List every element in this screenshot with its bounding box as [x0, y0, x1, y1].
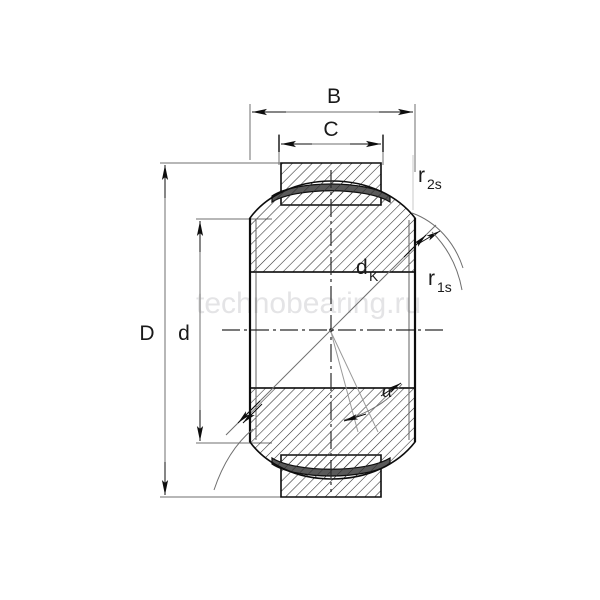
- dimension-label-d: d: [178, 322, 190, 345]
- dimension-d: d: [178, 221, 204, 441]
- callout-sub-r1s: 1s: [437, 279, 452, 295]
- dimension-D: D: [139, 165, 169, 495]
- callout-label-alpha: α: [382, 380, 393, 402]
- dimension-C: C: [278, 118, 384, 165]
- outer-ring-top-hatch: [250, 181, 415, 272]
- dimension-label-D: D: [139, 322, 154, 345]
- dk-leader-line: [225, 224, 437, 436]
- watermark: technobearing.ru: [196, 287, 421, 320]
- callout-alpha: α: [330, 331, 403, 433]
- dk-arrow-upper: [403, 234, 427, 258]
- r1s-arc: [431, 231, 463, 291]
- callout-r1s: r 1s: [428, 231, 463, 295]
- callout-dK: d K: [225, 224, 437, 436]
- alpha-ray-2: [330, 331, 379, 433]
- r2s-arc: [411, 212, 464, 269]
- outer-ring-bottom-hatch: [250, 388, 415, 479]
- outer-ring-top-outline: [249, 180, 416, 273]
- dimension-label-C: C: [323, 118, 338, 141]
- lower-left-arc: [213, 428, 254, 491]
- outer-ring-top: [249, 180, 416, 273]
- callout-sub-dK: K: [369, 268, 379, 284]
- r2s-arrow: [417, 230, 441, 245]
- callout-label-dK: d: [356, 256, 368, 279]
- dimension-label-B: B: [327, 85, 341, 108]
- callout-chamfer-lower-left: [213, 403, 263, 491]
- callout-r2s: r 2s: [411, 155, 464, 269]
- watermark-label: technobearing.ru: [196, 287, 421, 320]
- lower-left-arrow: [242, 403, 263, 424]
- callout-label-r2s: r: [418, 164, 425, 187]
- dimension-B: B: [249, 85, 416, 172]
- alpha-arrow-left: [343, 413, 367, 422]
- alpha-arrow-right: [380, 382, 402, 397]
- callout-sub-r2s: 2s: [427, 176, 442, 192]
- outer-ring-bottom-outline: [249, 387, 416, 480]
- callout-label-r1s: r: [428, 267, 435, 290]
- outer-ring-bottom: [249, 387, 416, 480]
